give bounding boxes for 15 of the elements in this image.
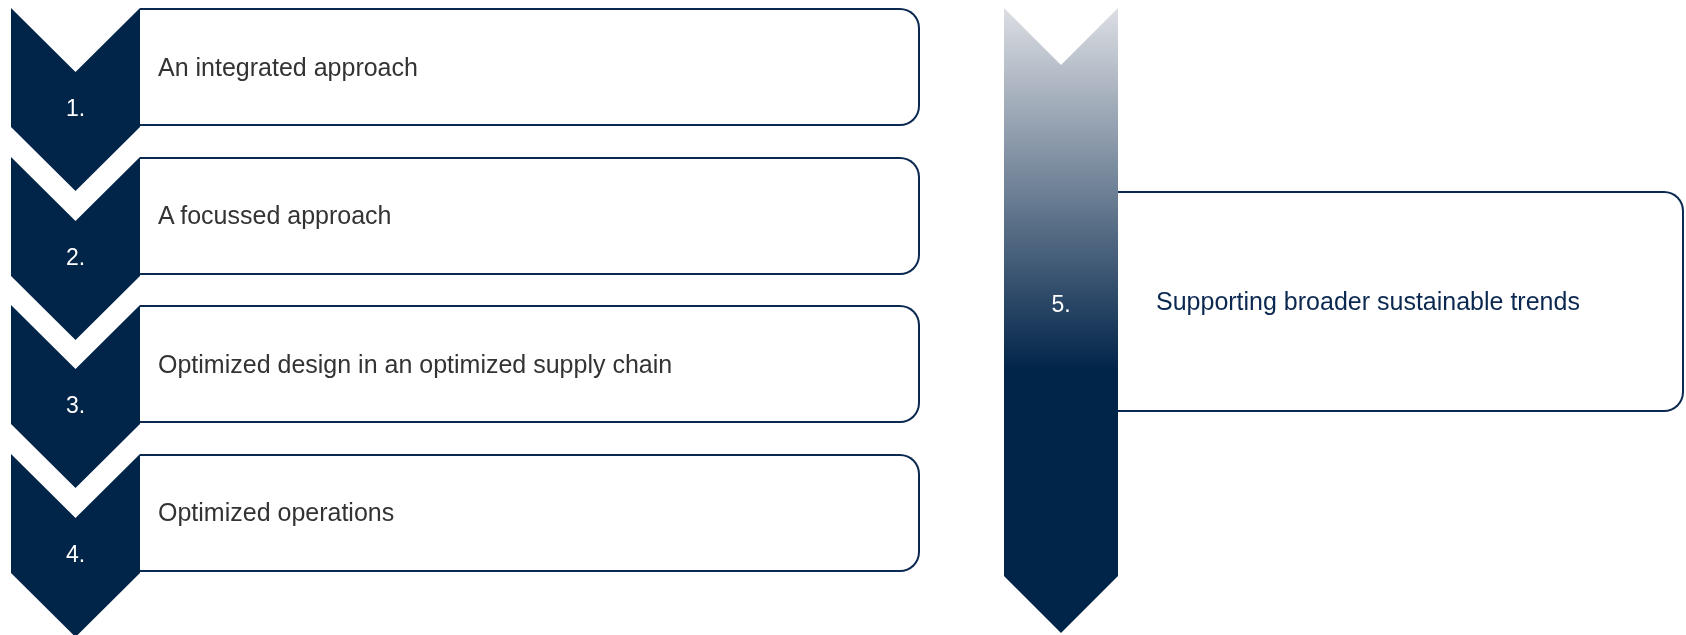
step-box bbox=[1118, 191, 1684, 412]
step-label: An integrated approach bbox=[158, 52, 418, 82]
step-box bbox=[140, 156, 920, 275]
step-number: 5. bbox=[1051, 290, 1071, 318]
step-number: 1. bbox=[65, 94, 86, 122]
step-box bbox=[140, 305, 920, 423]
step-box bbox=[140, 453, 920, 572]
step-number: 2. bbox=[65, 243, 86, 270]
step-label: Optimized operations bbox=[158, 498, 395, 527]
step-number: 3. bbox=[65, 391, 86, 419]
step-label: Optimized design in an optimized supply chain bbox=[158, 349, 673, 379]
step-label: Supporting broader sustainable trends bbox=[1156, 287, 1580, 316]
step-number: 4. bbox=[65, 540, 86, 567]
step-box bbox=[140, 8, 920, 126]
step-label: A focussed approach bbox=[158, 201, 392, 230]
